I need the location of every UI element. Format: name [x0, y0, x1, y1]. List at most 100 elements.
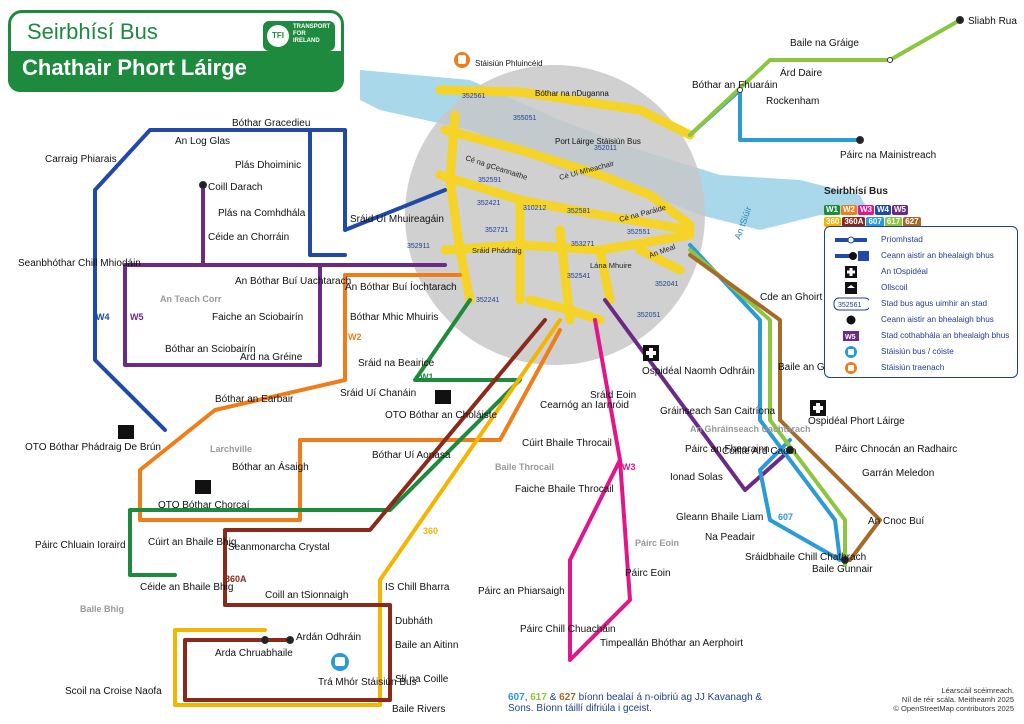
stop-code-352421: 352421 [477, 200, 500, 207]
service-chip-w4[interactable]: W4 [875, 205, 891, 215]
service-chip-w1[interactable]: W1 [824, 205, 840, 215]
stop-code-355051: 355051 [513, 115, 536, 122]
stop-code-352551: 352551 [627, 229, 650, 236]
label-sraid-na-beairice: Sráid na Beairice [358, 358, 435, 369]
label-cuirt-bhaile-throcail: Cúirt Bhaile Throcail [522, 438, 612, 449]
label-sraid-ui-mhuireagain: Sráid Uí Mhuireagáin [350, 214, 444, 225]
route-w5-line [123, 263, 447, 367]
service-chip-w5[interactable]: W5 [892, 205, 908, 215]
stop-code-352561: 352561 [462, 93, 485, 100]
label-baile-an-aitinn: Baile an Aitinn [395, 640, 458, 651]
label-seanbhothar-chill-mhiodain: Seanbhóthar Chill Mhiodáin [18, 258, 141, 269]
label-staisiun-phluinceid: Stáisiún Phluincéid [475, 59, 543, 68]
label-plas-dhoiminic: Plás Dhoiminic [235, 160, 301, 171]
terminus-dot-icon [846, 315, 856, 325]
label-bothar-na-nduganna: Bóthar na nDuganna [535, 89, 609, 98]
label-bothar-gracedieu: Bóthar Gracedieu [232, 118, 310, 129]
legend-label: An tOspidéal [881, 267, 928, 276]
label-sraid-ui-chanain: Sráid Uí Chanáin [340, 388, 416, 399]
stop-code-352241: 352241 [476, 297, 499, 304]
bus-station-icon [331, 653, 349, 671]
stop-baile-na-graige[interactable] [887, 57, 893, 63]
svg-text:W5: W5 [845, 334, 856, 341]
legend-label: Ceann aistir an bhealaigh bhus [881, 315, 994, 324]
stop-arda-chruabhaile[interactable] [261, 636, 269, 644]
stop-coill-darach[interactable] [199, 181, 207, 189]
stop-code-352041: 352041 [655, 281, 678, 288]
label-bothar-an-sciobairin: Bóthar an Sciobairín [165, 344, 256, 355]
stop-ardan-odhrain[interactable] [286, 636, 294, 644]
label-coill-darach: Coill Darach [208, 182, 262, 193]
service-chip-360a[interactable]: 360A [842, 217, 866, 227]
label-seanmonarcha-crystal: Seanmonarcha Crystal [228, 542, 330, 553]
stop-code-352721: 352721 [485, 227, 508, 234]
tfi-logo: TFI TRANSPORT FOR IRELAND [263, 21, 335, 51]
area-larchville: Larchville [210, 444, 252, 454]
service-chip-w2[interactable]: W2 [841, 205, 857, 215]
label-oto-bothar-phadraig: OTO Bóthar Phádraig De Brún [25, 442, 161, 453]
map-legend: Príomhstad Ceann aistir an bhealaigh bhu… [824, 226, 1018, 378]
label-baile-na-graige: Baile na Gráige [790, 38, 859, 49]
route-label-607: 607 [778, 512, 793, 522]
route-w1-line [128, 298, 522, 577]
label-ard-na-greine: Ard na Gréine [240, 352, 303, 363]
route-w2-line [138, 273, 562, 522]
legend-label: Ollscoil [881, 283, 908, 292]
note-sep-2: & [546, 692, 560, 703]
stop-baile-gunnair[interactable] [841, 556, 849, 564]
stop-code-icon: 352561 [833, 297, 869, 311]
service-chip-360[interactable]: 360 [824, 217, 842, 227]
stop-pairc-na-mainistreach[interactable] [856, 136, 864, 144]
hospital-icon-2 [810, 400, 826, 416]
legend-label: Príomhstad [881, 235, 923, 244]
stop-code-353271: 353271 [571, 241, 594, 248]
stop-sliabh-rua[interactable] [956, 16, 964, 24]
label-dubhath: Dubháth [395, 616, 433, 627]
label-na-peadair: Na Peadair [705, 532, 756, 543]
label-an-bothar-bui-uachtarach: An Bóthar Buí Uachtarach [235, 276, 351, 287]
label-pairc-chluain-ioraird: Páirc Chluain Ioraird [35, 540, 126, 551]
area-baile-bhig: Baile Bhig [80, 604, 124, 614]
label-pairc-eoin: Páirc Eoin [625, 568, 671, 579]
label-timpeallan: Timpeallán Bhóthar an Aerphoirt [600, 638, 743, 649]
label-gleann-bhaile-liam: Gleann Bhaile Liam [676, 512, 763, 523]
stop-code-352591: 352591 [478, 177, 501, 184]
route-w5-east [603, 298, 792, 492]
stop-bothar-an-fhuarain[interactable] [737, 87, 743, 93]
label-carraig-phiarais: Carraig Phiarais [45, 154, 117, 165]
service-chip-627[interactable]: 627 [903, 217, 921, 227]
label-tra-mhor: Trá Mhór Stáisiún Bus [318, 677, 417, 688]
service-chip-617[interactable]: 617 [884, 217, 903, 227]
route-w4-loop [308, 128, 347, 257]
operator-note: 607, 617 & 627 bíonn bealaí á n-oibriú a… [508, 692, 788, 714]
route-617-south [688, 248, 847, 567]
label-pairc-an-fhearainn: Páirc an Fhearainn [685, 444, 770, 455]
train-station-icon [845, 362, 857, 374]
label-sraidbhaile-chill-chathrach: Sráidbhaile Chill Chathrach [745, 552, 866, 563]
stop-code-352581: 352581 [567, 208, 590, 215]
label-scoil-na-croise-naofa: Scoil na Croise Naofa [65, 686, 162, 697]
label-pairc-chnocan: Páirc Chnocán an Radhairc [835, 444, 957, 455]
label-cde-an-ghoirt-mhoir: Cde an Ghoirt Mhóir [760, 292, 851, 303]
legend-label: Stad cothabhála an bhealaigh bhus [881, 331, 1010, 340]
train-station-icon [454, 52, 470, 68]
service-chip-607[interactable]: 607 [866, 217, 884, 227]
stop-ospideal-phort-lairge[interactable] [786, 446, 794, 454]
route-w4-line [93, 128, 447, 432]
route-label-w2: W2 [348, 332, 362, 342]
label-an-cnoc-bui: An Cnoc Buí [868, 516, 924, 527]
route-607-line [688, 243, 842, 562]
service-stop-icon: W5 [843, 331, 859, 341]
title-box: Seirbhísí Bus Chathair Phort Láirge TFI … [8, 10, 344, 92]
stop-code-352541: 352541 [567, 273, 590, 280]
note-route-607: 607 [508, 692, 525, 703]
service-chip-w3[interactable]: W3 [858, 205, 874, 215]
legend-label: Stáisiún traenach [881, 363, 945, 372]
label-bothar-mhic-mhuiris: Bóthar Mhic Mhuiris [350, 312, 438, 323]
services-heading: Seirbhísí Bus [824, 186, 888, 197]
label-an-bothar-bui-iochtarach: An Bóthar Buí Íochtarach [345, 280, 457, 293]
route-label-w3: W3 [622, 462, 636, 472]
